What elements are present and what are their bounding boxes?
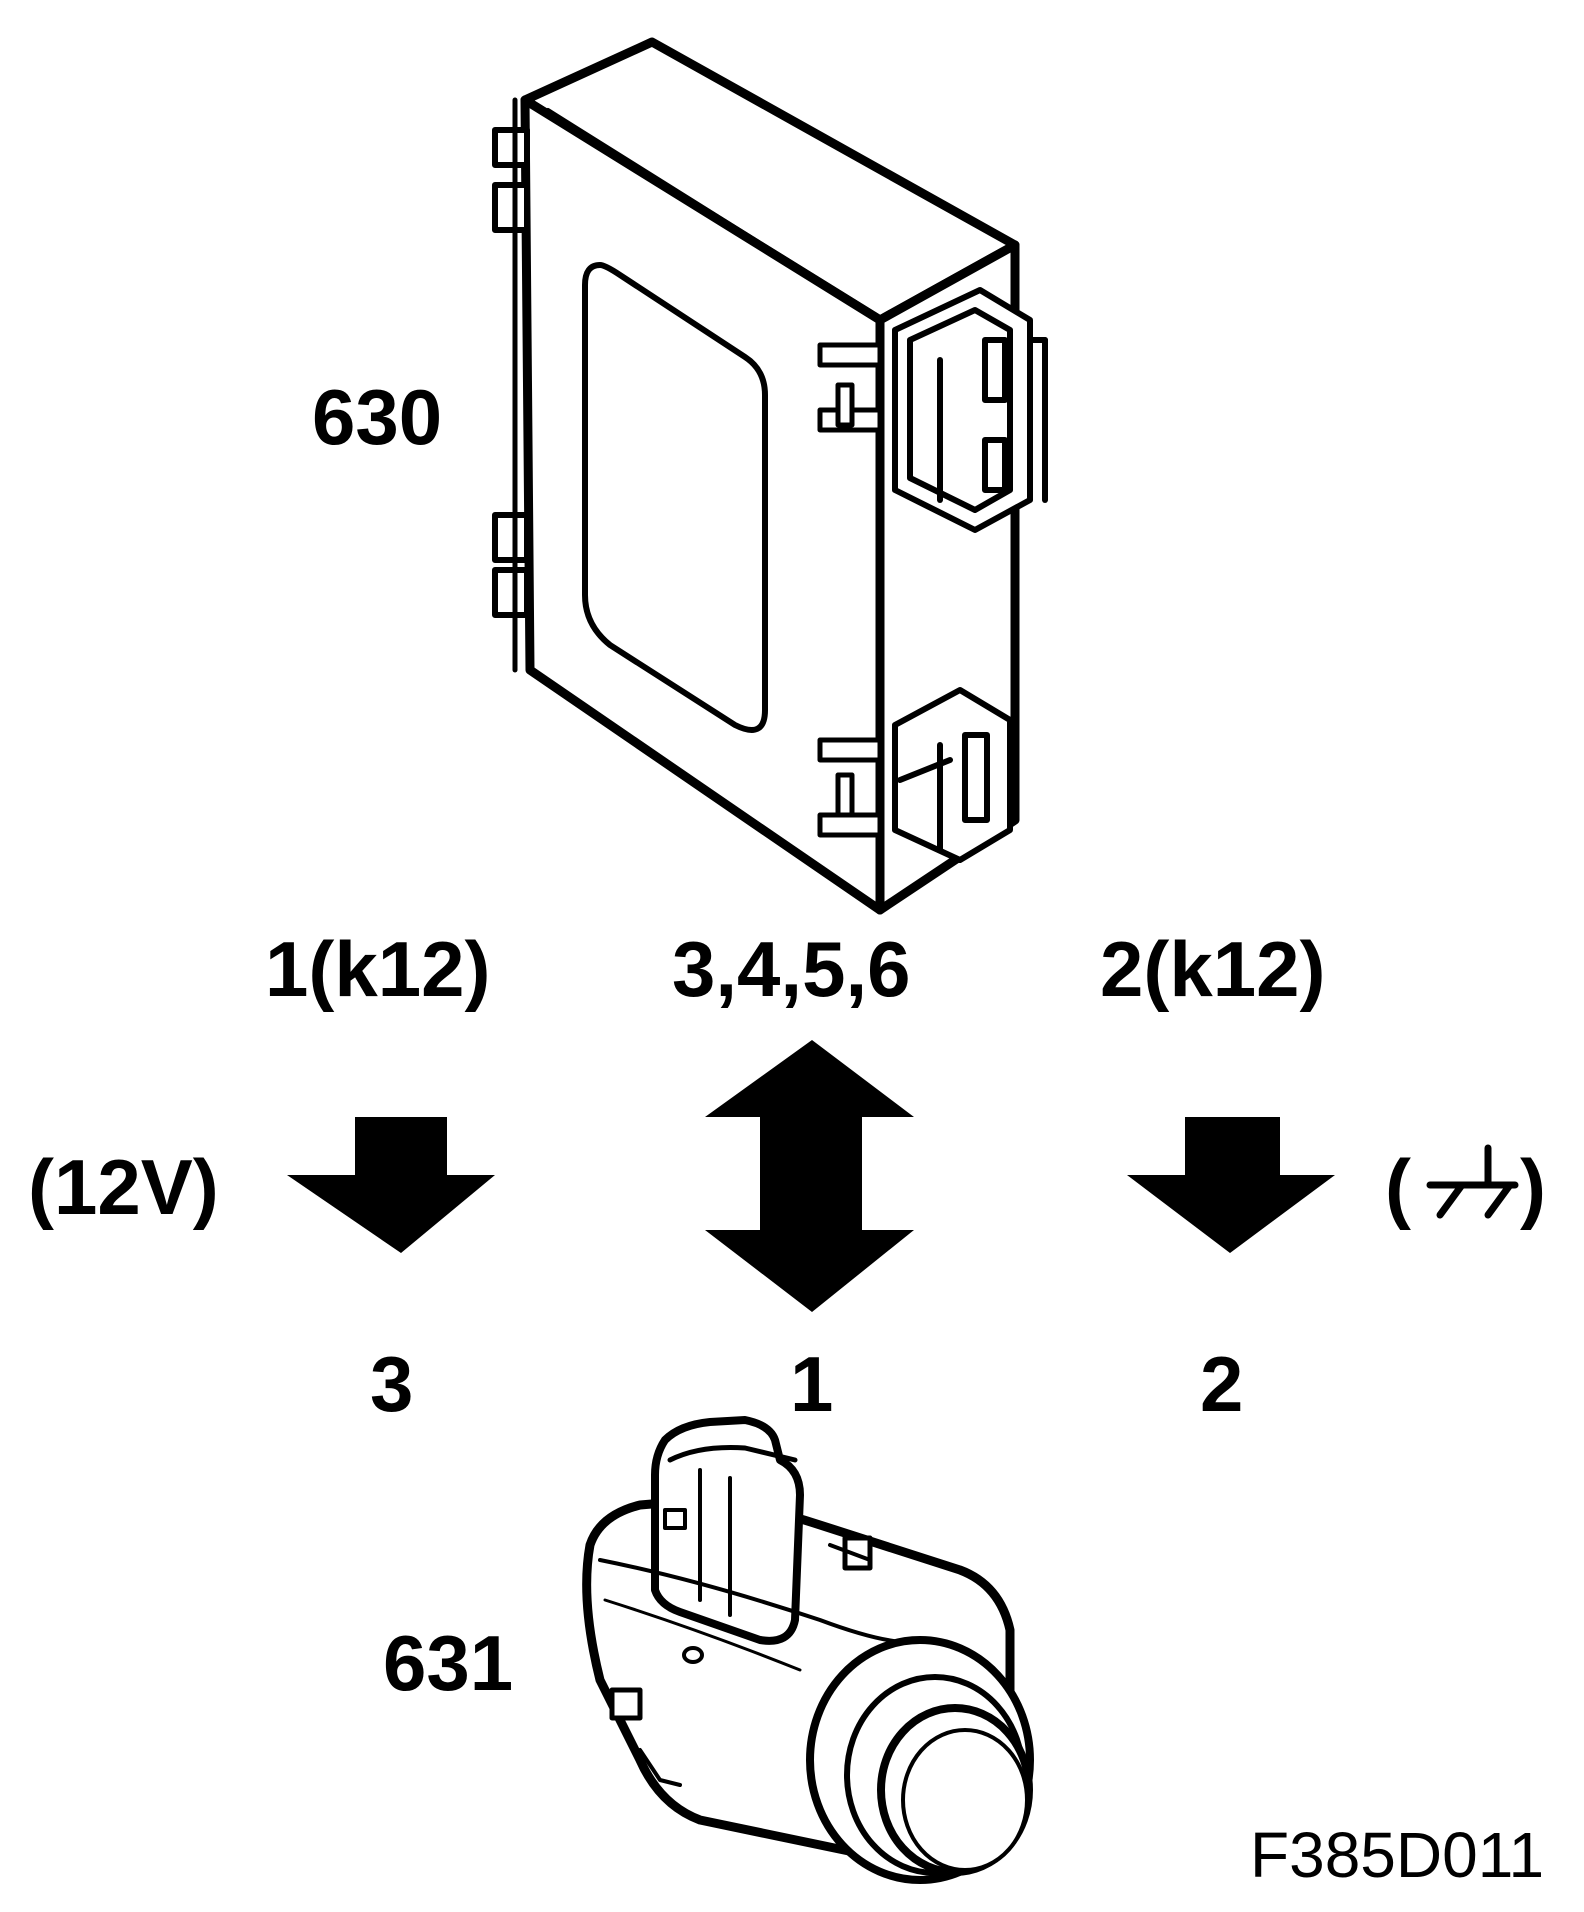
signal-label-ground-open: ( [1385, 1143, 1411, 1231]
pin-label-center-top: 3,4,5,6 [672, 925, 911, 1013]
signal-label-12v: (12V) [28, 1143, 219, 1231]
control-unit-ref: 630 [312, 373, 443, 461]
sensor-ref: 631 [383, 1619, 514, 1707]
pin-label-left-top: 1(k12) [265, 925, 491, 1013]
arrow-double-center [705, 1040, 914, 1312]
control-unit-630-drawing [492, 37, 1048, 915]
pin-label-center-bottom: 1 [790, 1340, 834, 1428]
pin-label-left-bottom: 3 [370, 1340, 414, 1428]
arrow-down-left [287, 1117, 495, 1253]
ground-symbol-icon [1426, 1144, 1519, 1219]
sensor-631-drawing [582, 1416, 1034, 1884]
pin-label-right-top: 2(k12) [1100, 925, 1326, 1013]
figure-code: F385D011 [1250, 1819, 1545, 1891]
pin-label-right-bottom: 2 [1200, 1340, 1244, 1428]
arrow-down-right [1127, 1117, 1335, 1253]
signal-label-ground-close: ) [1520, 1143, 1546, 1231]
